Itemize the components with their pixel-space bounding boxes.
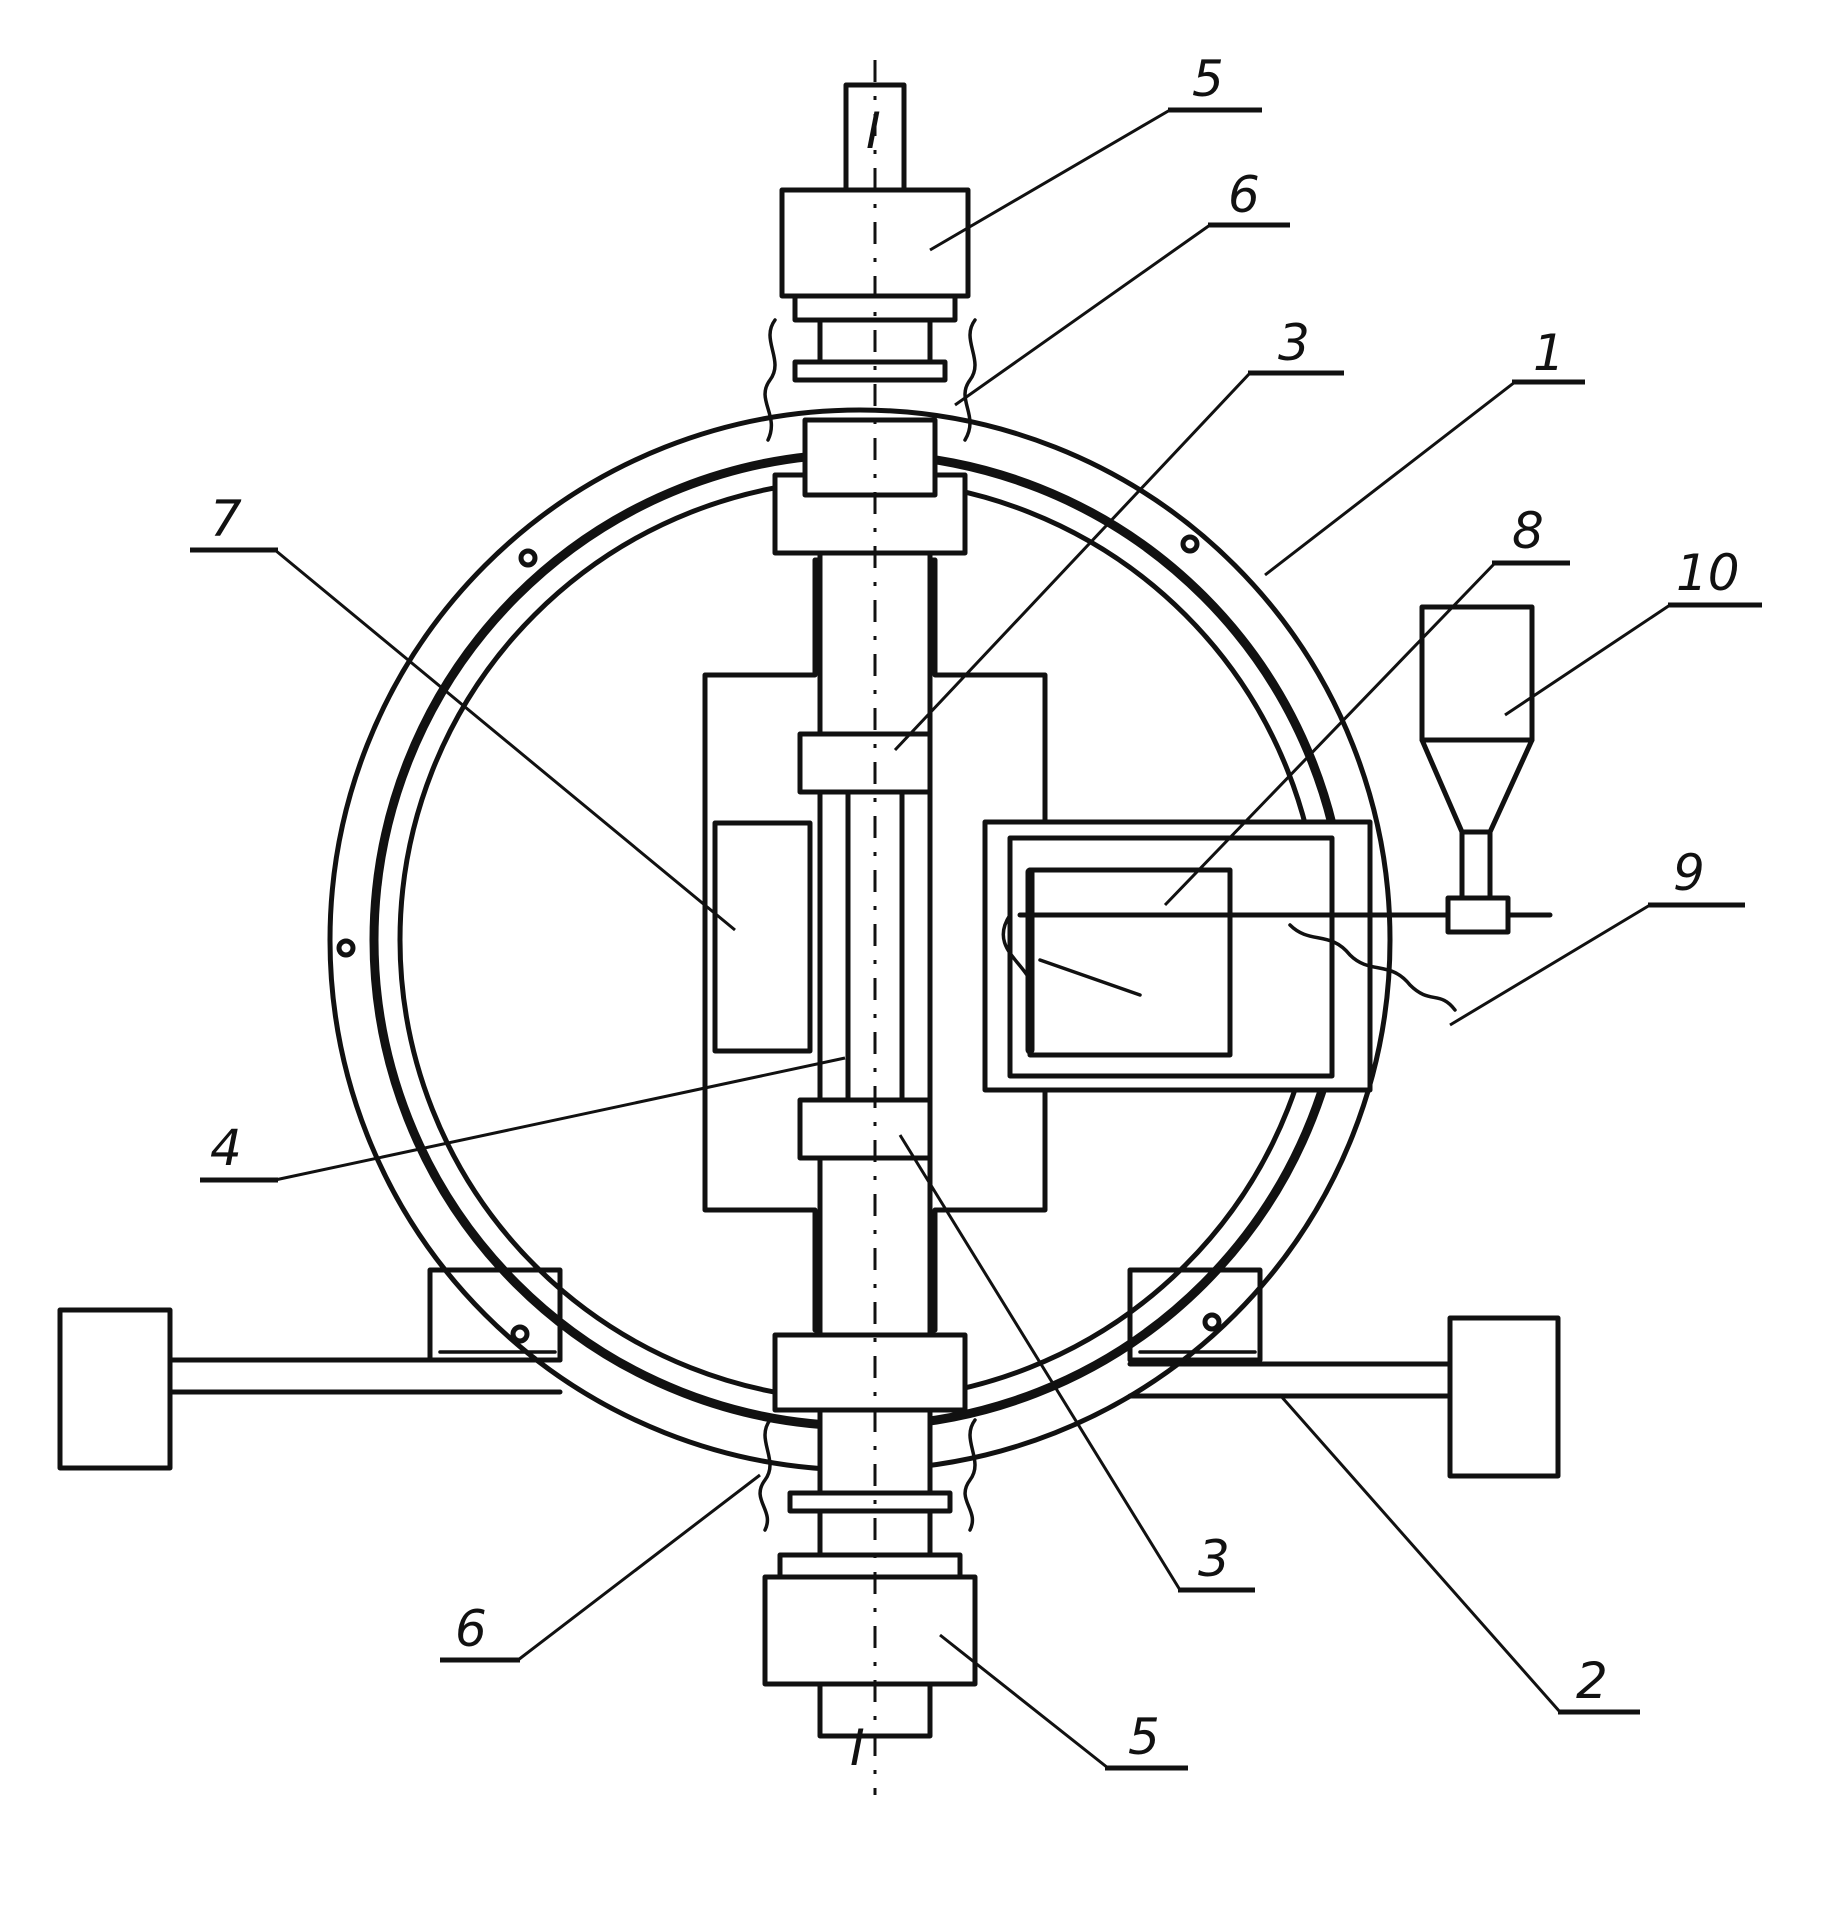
leader-arm-2: [1278, 1394, 1562, 1713]
callout-lower-3: 3: [1198, 1530, 1230, 1588]
upper-drive: I: [763, 82, 977, 556]
ring-bolt-2: [336, 938, 356, 958]
hopper-spout: [1459, 829, 1493, 901]
callouts: 5 6 3 1 8 10 7 9 4 3: [190, 50, 1762, 1771]
side-unit: [982, 819, 1553, 1093]
ring-bolt-3: [510, 1324, 530, 1344]
feed-valve: [1445, 895, 1511, 935]
ring-bolt-5: [1202, 1312, 1222, 1332]
leader-lower-3: [898, 1134, 1182, 1591]
callout-bottom-5: 5: [1128, 1708, 1160, 1766]
lower-seal-wave-left: [758, 1418, 772, 1532]
upper-seal-wave-right: [963, 318, 977, 442]
leader-hopper-10: [1504, 603, 1671, 717]
callout-box-8: 8: [1512, 502, 1544, 560]
side-box-core: [1027, 867, 1233, 1058]
upper-collar: [797, 731, 933, 795]
upper-shaft-mark: I: [866, 102, 881, 160]
hopper: [1419, 604, 1535, 901]
upper-bearing-block: [802, 417, 938, 498]
callout-left-7: 7: [210, 490, 242, 548]
callout-top-6: 6: [1228, 166, 1260, 224]
internal-loop: [1001, 913, 1032, 982]
lower-seal-wave-right: [963, 1418, 977, 1532]
callout-upper-3: 3: [1278, 314, 1310, 372]
hopper-body: [1419, 604, 1535, 835]
callout-bottom-6: 6: [455, 1600, 487, 1658]
leader-upper-3: [893, 371, 1252, 752]
ring-bolt-4: [1180, 534, 1200, 554]
side-bellows: [1288, 923, 1457, 1012]
leader-tube-9: [1449, 903, 1651, 1027]
leader-left-7: [274, 548, 736, 932]
callout-hopper-10: 10: [1676, 544, 1740, 602]
callout-shaft-4: 4: [210, 1119, 242, 1177]
leader-shaft-4: [274, 1056, 846, 1182]
base-right-pedestal: [1127, 1267, 1263, 1363]
lower-motor: [762, 1574, 978, 1687]
upper-gland-ring: [792, 359, 948, 383]
callout-top-5: 5: [1192, 50, 1224, 108]
callout-tube-9: 9: [1673, 844, 1705, 902]
upper-seal-wave-left: [763, 318, 777, 442]
leader-ring-1: [1264, 380, 1516, 577]
upper-shaft-end: [843, 82, 907, 193]
right-counterweight: [1447, 1315, 1561, 1479]
internal-diagonal: [1038, 958, 1142, 997]
leader-bottom-6: [517, 1473, 761, 1662]
base-left-pedestal: [427, 1267, 563, 1363]
lower-drive: I: [758, 1332, 978, 1777]
lower-motor-base: [777, 1552, 963, 1580]
leader-top-6: [954, 223, 1211, 407]
base-assembly: [57, 1267, 1561, 1479]
side-block: [712, 820, 813, 1054]
leader-bottom-5: [939, 1633, 1109, 1770]
lower-gland-ring: [787, 1490, 953, 1514]
callout-arm-2: 2: [1576, 1652, 1608, 1710]
lower-shaft-mark: I: [850, 1719, 865, 1777]
ring-bolt-1: [518, 548, 538, 568]
leader-box-8: [1163, 561, 1497, 907]
left-counterweight: [57, 1307, 173, 1471]
lower-seal-housing: [772, 1332, 968, 1413]
leader-top-5: [929, 108, 1171, 252]
callout-ring-1: 1: [1533, 324, 1565, 382]
upper-motor-base: [792, 293, 958, 323]
